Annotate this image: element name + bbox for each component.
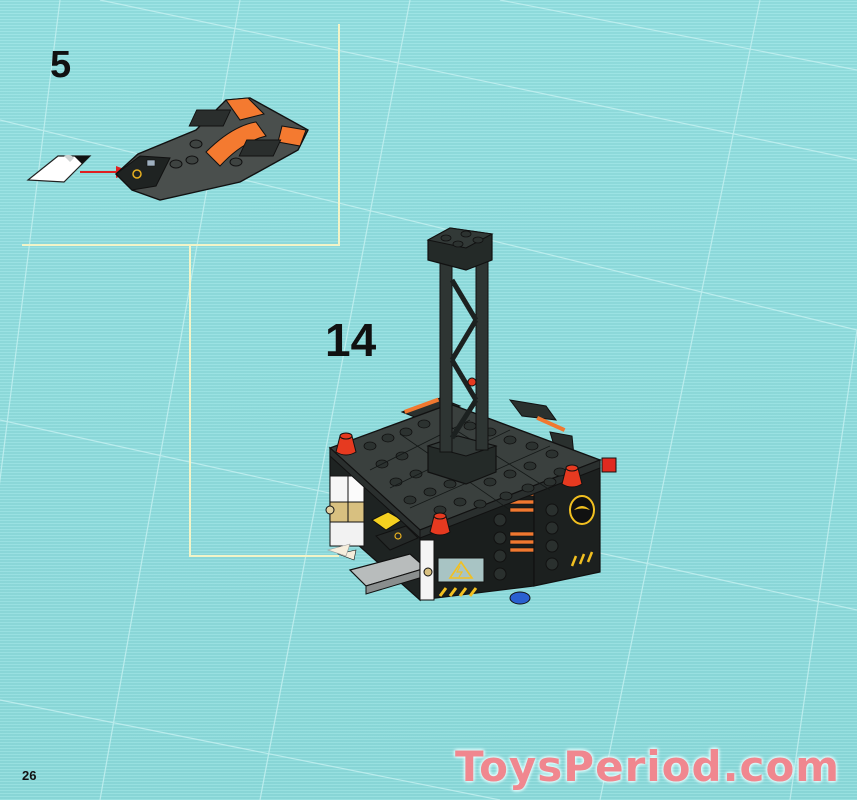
sub-step-number: 5 (50, 44, 72, 86)
right-wall (533, 459, 601, 587)
watermark-text: ToysPeriod.com (455, 742, 841, 791)
tower (426, 227, 498, 485)
main-step-illustration (325, 227, 617, 605)
connector-horizontal (189, 555, 339, 557)
page-number: 26 (22, 768, 37, 783)
front-lower-parts (336, 511, 428, 595)
main-step-number: 14 (325, 314, 377, 366)
callout-frame-right (338, 24, 340, 246)
sub-step-illustration (26, 97, 309, 201)
speedboat-part (114, 97, 309, 201)
callout-frame-bottom (22, 244, 340, 246)
front-wall (419, 481, 535, 605)
red-cones (335, 432, 583, 536)
connector-vertical (189, 245, 191, 557)
insert-arrow (326, 543, 351, 557)
white-tile-part (26, 154, 92, 183)
